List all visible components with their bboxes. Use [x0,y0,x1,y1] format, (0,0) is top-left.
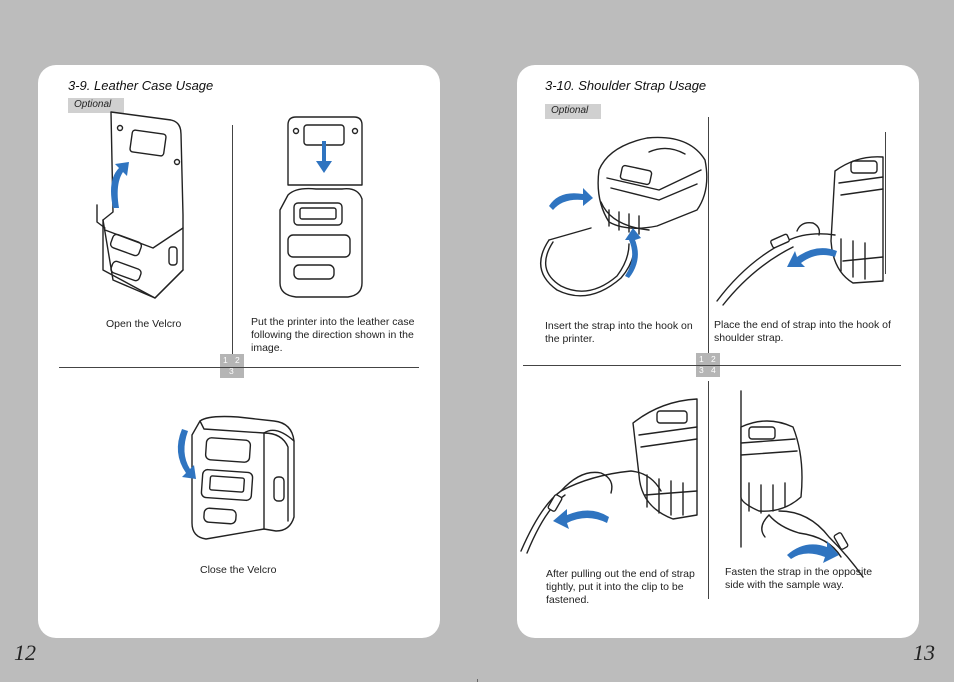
page-number-left: 12 [14,640,36,665]
divider-vertical-bottom [708,381,709,599]
edge-marker [885,132,886,274]
caption-step3: After pulling out the end of strap tight… [546,568,695,606]
optional-tag: Optional [68,98,124,113]
insert-printer-illustration-icon [279,116,363,298]
step-number-box: 1 2 3 [220,354,244,378]
caption-step2: Place the end of strap into the hook of … [714,319,891,344]
caption-step4: Fasten the strap in the opposite side wi… [725,566,873,591]
page-number-right: 13 [913,640,935,665]
divider-vertical-top [708,117,709,367]
strap-hook-illustration-icon [540,136,708,297]
section-title-leather-case: 3-9. Leather Case Usage [68,78,214,93]
pull-strap-illustration-icon [520,398,698,554]
step-number-2: 2 [235,355,240,365]
shoulder-hook-illustration-icon [716,156,884,306]
step-number-4: 4 [711,365,716,375]
divider-horizontal [523,365,901,366]
divider-horizontal [59,367,419,368]
spine-mark [477,679,478,682]
optional-tag: Optional [545,104,601,119]
left-page: 3-9. Leather Case Usage Optional Open th… [38,65,440,638]
caption-step1: Open the Velcro [106,318,182,330]
step-number-1: 1 [699,354,704,364]
caption-step1: Insert the strap into the hook on the pr… [545,320,693,345]
right-page: 3-10. Shoulder Strap Usage Optional Inse… [517,65,919,638]
open-case-illustration-icon [96,111,184,299]
fasten-strap-illustration-icon [740,390,864,578]
step-number-3: 3 [699,365,704,375]
caption-step2: Put the printer into the leather case fo… [251,316,415,354]
caption-step3: Close the Velcro [200,564,277,576]
step-number-2: 2 [711,354,716,364]
section-title-shoulder-strap: 3-10. Shoulder Strap Usage [545,78,707,93]
closed-case-illustration-icon [177,415,295,540]
divider-vertical-top [232,125,233,367]
step-number-3: 3 [229,366,234,376]
step-number-1: 1 [223,355,228,365]
